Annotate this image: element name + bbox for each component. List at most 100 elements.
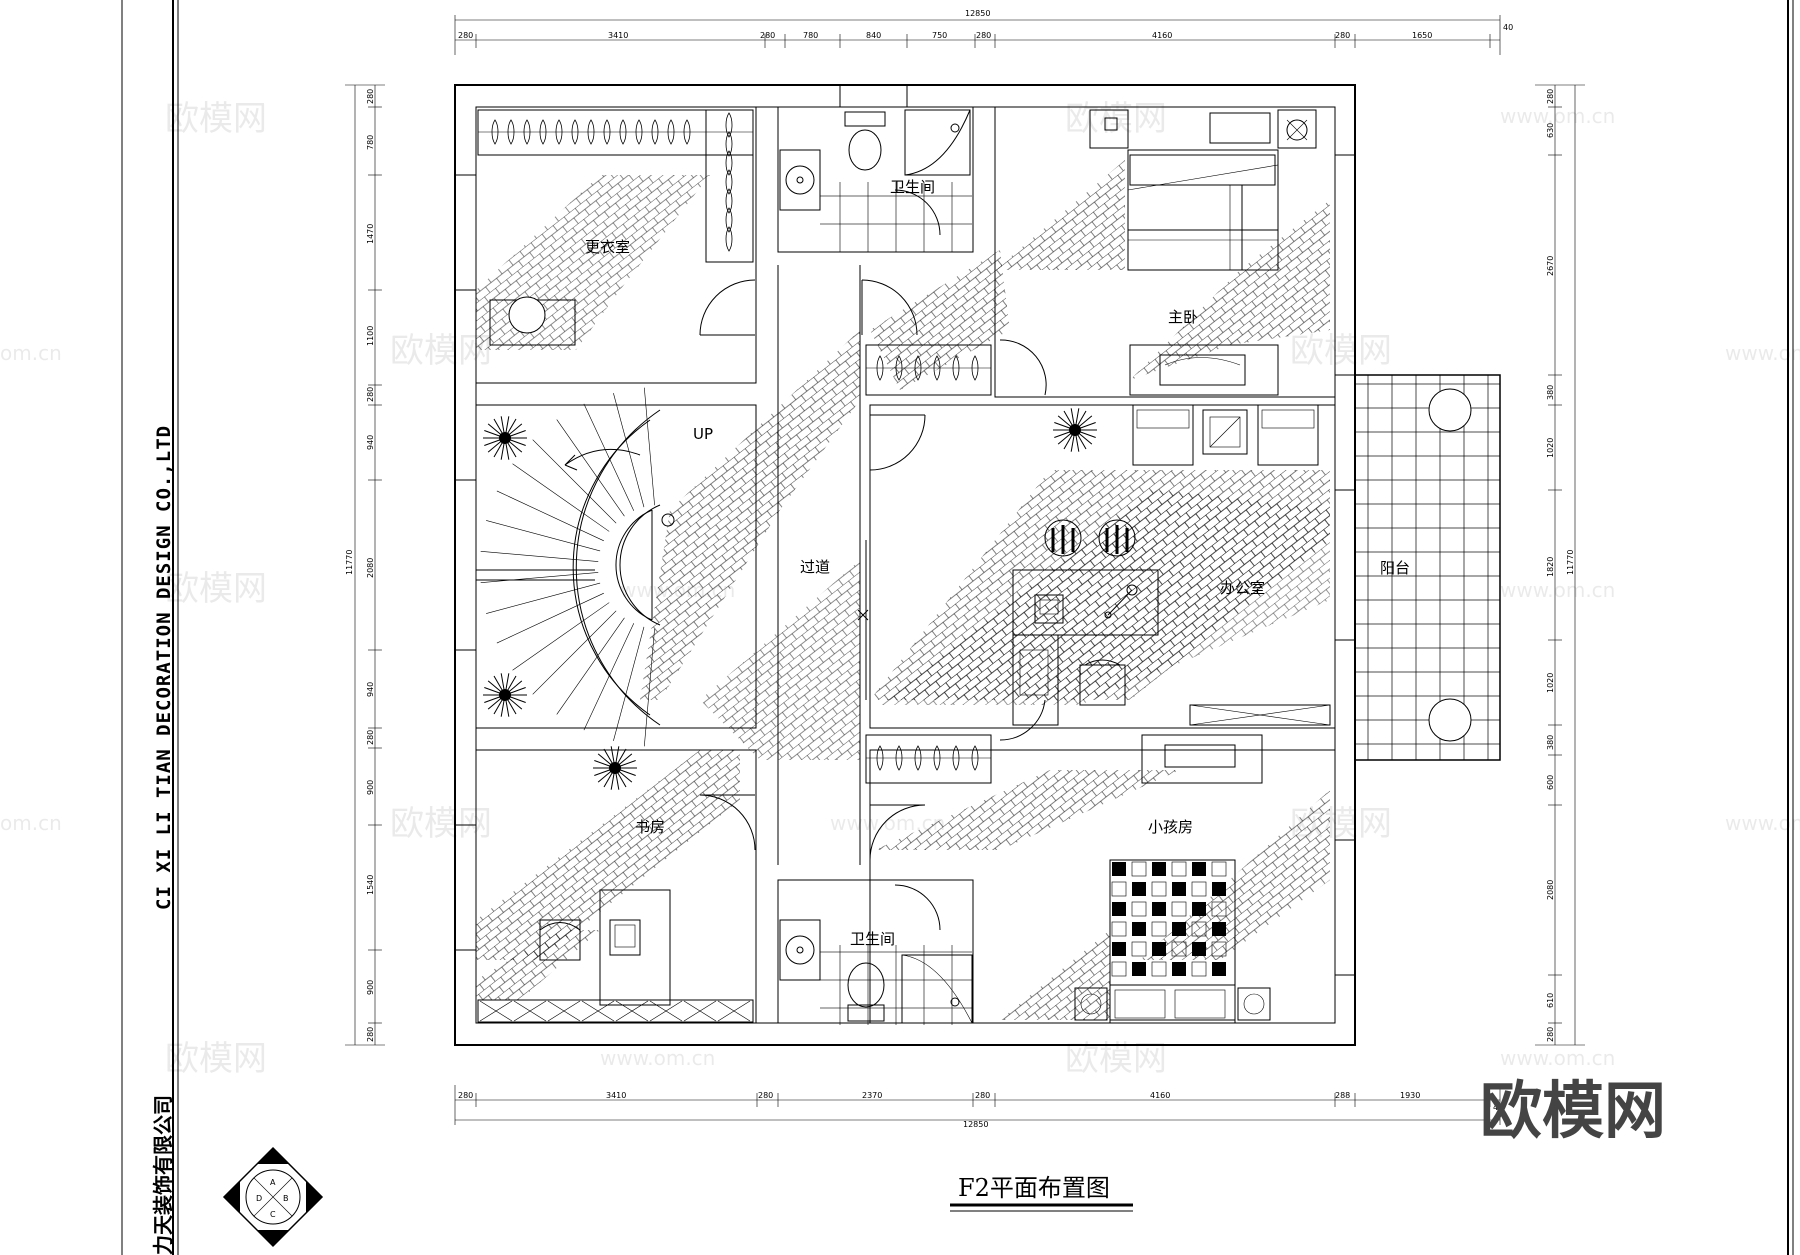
bath-top-fixtures <box>779 109 971 211</box>
dim-right-total: 11770 <box>1566 550 1575 575</box>
compass-letter: B <box>283 1194 289 1203</box>
kids-wardrobe <box>865 734 1263 784</box>
dimension-top: 12850 280 3410 280 780 840 750 280 4160 … <box>454 9 1513 55</box>
compass-letter: D <box>256 1194 262 1203</box>
dim-top-seg: 280 <box>458 31 473 40</box>
balcony-planter <box>1428 388 1472 432</box>
dim-right-seg: 1820 <box>1546 557 1555 577</box>
dim-top-seg: 4160 <box>1152 31 1172 40</box>
dim-right-seg: 600 <box>1546 775 1555 790</box>
kids-bed <box>1074 859 1271 1024</box>
plant-icon <box>483 408 1097 790</box>
room-label-master: 主卧 <box>1168 308 1198 326</box>
room-label-bath-bottom: 卫生间 <box>850 930 895 948</box>
dim-right-seg: 1020 <box>1546 673 1555 693</box>
watermark-brand: 欧模网 <box>390 804 492 844</box>
dimension-right: 280 630 2670 380 1020 1820 1020 380 600 … <box>1535 84 1585 1046</box>
dim-right-seg: 2080 <box>1546 880 1555 900</box>
watermark-brand: 欧模网 <box>165 1039 267 1079</box>
watermark-url: www.om.cn <box>1500 104 1615 128</box>
watermark-brand: 欧模网 <box>165 569 267 609</box>
dim-bottom-seg: 2370 <box>862 1091 882 1100</box>
room-label-bath-top: 卫生间 <box>890 178 935 196</box>
balcony-planter <box>1428 698 1472 742</box>
office-sofa <box>1132 404 1319 466</box>
dim-left-seg: 940 <box>366 682 375 697</box>
dim-top-seg: 280 <box>976 31 991 40</box>
corridor-glass-partition <box>857 540 869 700</box>
dim-left-total: 11770 <box>345 550 354 575</box>
dim-bottom-seg: 40 <box>1493 1103 1503 1112</box>
watermark-url: www.om.cn <box>600 1046 715 1070</box>
dim-right-seg: 610 <box>1546 993 1555 1008</box>
dim-left-seg: 940 <box>366 435 375 450</box>
dim-left-seg: 280 <box>366 89 375 104</box>
dim-bottom-seg: 288 <box>1335 1091 1350 1100</box>
dimension-left: 11770 280 780 1470 1100 280 940 2080 940… <box>345 84 385 1046</box>
floor-hatching <box>476 160 1330 1020</box>
dressing-stool <box>489 296 576 346</box>
dim-top-seg: 780 <box>803 31 818 40</box>
company-name-en: CI XI LI TIAN DECORATION DESIGN CO.,LTD <box>153 425 175 910</box>
plant-icon <box>483 416 527 460</box>
study-furniture <box>477 889 754 1023</box>
company-name-cn: 力天装饰有限公司 <box>151 1095 175 1255</box>
master-bed <box>1089 109 1317 271</box>
office-chairs <box>1044 519 1136 557</box>
dim-top-seg: 840 <box>866 31 881 40</box>
dim-top-seg: 750 <box>932 31 947 40</box>
dim-bottom-seg: 1930 <box>1400 1091 1420 1100</box>
room-label-study: 书房 <box>635 818 665 836</box>
compass-letter: C <box>270 1210 276 1219</box>
balcony-floor <box>1354 374 1501 761</box>
room-label-corridor: 过道 <box>800 558 830 576</box>
master-wardrobe <box>865 344 1279 396</box>
dim-bottom-seg: 280 <box>458 1091 473 1100</box>
bath-top-floor <box>820 182 972 252</box>
dim-top-seg: 280 <box>760 31 775 40</box>
dim-top-seg: 1650 <box>1412 31 1432 40</box>
brand-logo: 欧模网 <box>1480 1074 1666 1147</box>
dim-bottom-seg: 3410 <box>606 1091 626 1100</box>
watermark-brand: 欧模网 <box>1065 99 1167 139</box>
watermark-url-partial: om.cn <box>0 341 62 365</box>
dimension-bottom: 280 3410 280 2370 280 4160 288 1930 40 1… <box>454 1085 1503 1129</box>
room-label-kids: 小孩房 <box>1148 818 1193 836</box>
dim-left-seg: 1470 <box>366 224 375 244</box>
dim-right-seg: 380 <box>1546 385 1555 400</box>
door-swings <box>699 189 1047 931</box>
compass-letter: A <box>270 1178 276 1187</box>
dim-top-total: 12850 <box>965 9 990 18</box>
watermark-url: www.om.cn <box>1500 1046 1615 1070</box>
watermark-brand: 欧模网 <box>390 331 492 371</box>
watermark-brand: 欧模网 <box>1290 331 1392 371</box>
walls <box>454 84 1356 1046</box>
watermark-url: www.om.cn <box>1500 578 1615 602</box>
dim-right-seg: 2670 <box>1546 256 1555 276</box>
dim-bottom-seg: 4160 <box>1150 1091 1170 1100</box>
watermark-url-partial: om.cn <box>0 811 62 835</box>
dim-top-seg: 40 <box>1503 23 1513 32</box>
dim-right-seg: 380 <box>1546 735 1555 750</box>
room-label-office: 办公室 <box>1220 579 1265 597</box>
bath-bottom-floor <box>820 945 972 1025</box>
bath-bottom-fixtures <box>779 919 973 1024</box>
dim-top-seg: 3410 <box>608 31 628 40</box>
dim-left-seg: 280 <box>366 387 375 402</box>
watermark-url: www.om.cn <box>1725 341 1800 365</box>
dim-left-seg: 280 <box>366 730 375 745</box>
dim-top-seg: 280 <box>1335 31 1350 40</box>
watermark-url: www.om.cn <box>1725 811 1800 835</box>
drawing-title: F2平面布置图 <box>958 1174 1110 1202</box>
spiral-staircase <box>476 387 675 747</box>
room-label-up: UP <box>693 425 713 443</box>
plant-icon <box>483 673 527 717</box>
room-label-dressing: 更衣室 <box>585 238 630 256</box>
office-desk <box>1012 569 1331 726</box>
dim-bottom-seg: 280 <box>975 1091 990 1100</box>
room-labels: 更衣室 卫生间 主卧 UP 过道 办公室 阳台 书房 卫生间 小孩房 <box>585 178 1410 948</box>
dim-left-seg: 900 <box>366 980 375 995</box>
dim-left-seg: 1100 <box>366 326 375 346</box>
dim-right-seg: 280 <box>1546 1027 1555 1042</box>
